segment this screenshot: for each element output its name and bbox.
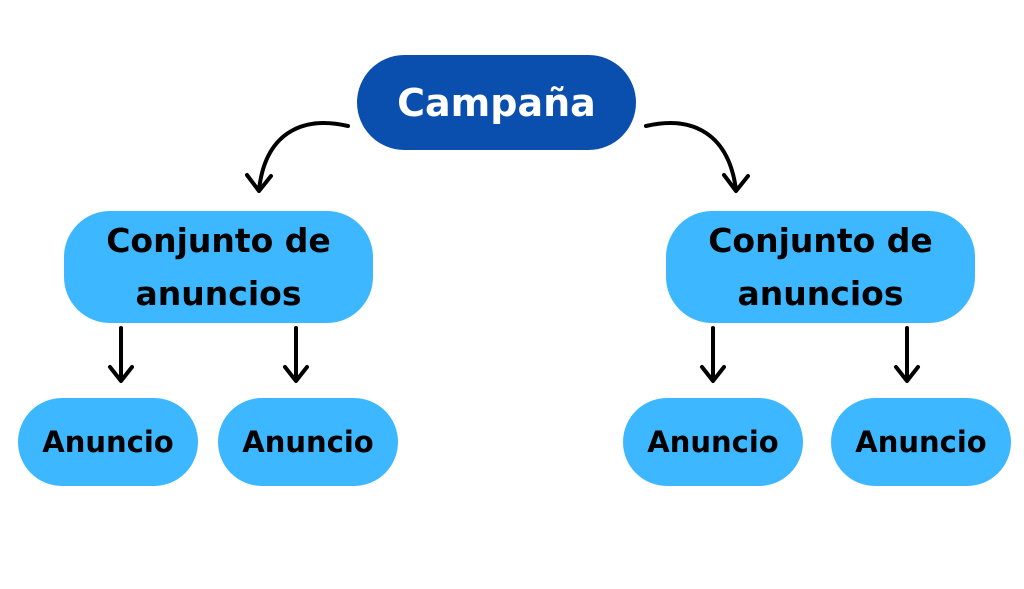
arrowhead-left-set-to-ad-1 — [108, 365, 134, 383]
ad-node: Anuncio — [831, 398, 1011, 486]
campaign-label: Campaña — [397, 80, 596, 125]
ad-set-label: Conjunto de anuncios — [106, 221, 331, 313]
arrow-root-to-right-set — [644, 121, 738, 192]
arrowhead-right-set-to-ad-2 — [894, 365, 920, 383]
ad-node: Anuncio — [623, 398, 803, 486]
ad-label: Anuncio — [42, 425, 174, 459]
ad-label: Anuncio — [647, 425, 779, 459]
ad-set-label: Conjunto de anuncios — [708, 221, 933, 313]
arrowhead-root-to-right-set — [722, 173, 750, 193]
ad-set-node-right: Conjunto de anuncios — [666, 211, 975, 323]
ad-node: Anuncio — [218, 398, 398, 486]
ad-node: Anuncio — [18, 398, 198, 486]
arrowhead-left-set-to-ad-2 — [283, 365, 309, 383]
ad-label: Anuncio — [242, 425, 374, 459]
arrowhead-root-to-left-set — [245, 173, 273, 193]
campaign-node: Campaña — [357, 55, 636, 150]
ad-set-node-left: Conjunto de anuncios — [64, 211, 373, 323]
arrow-root-to-left-set — [257, 121, 350, 192]
ad-label: Anuncio — [855, 425, 987, 459]
arrowhead-right-set-to-ad-1 — [700, 365, 726, 383]
